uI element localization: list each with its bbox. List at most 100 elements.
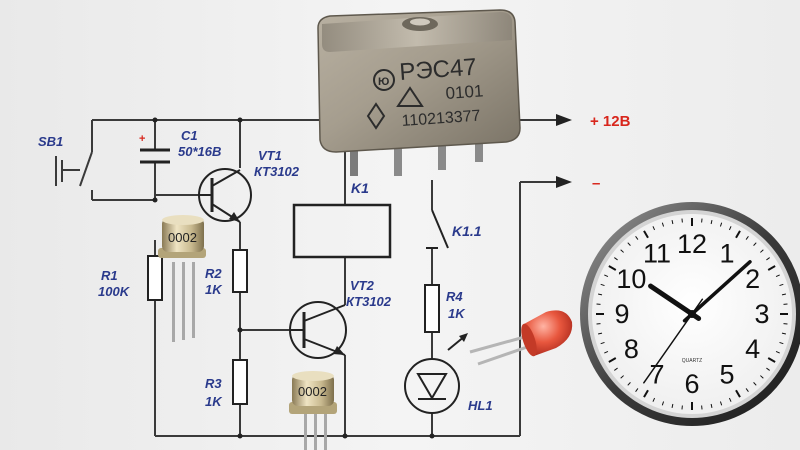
r4-value-label: 1K	[448, 306, 466, 321]
vt2-type-label: КТ3102	[346, 294, 392, 309]
clock-center-cap	[688, 310, 696, 318]
clock-minute-tick	[600, 341, 605, 345]
k1-coil-symbol	[292, 203, 392, 259]
clock-minute-tick	[635, 388, 639, 392]
clock-minute-tick	[600, 283, 605, 287]
clock-hour-tick	[643, 230, 649, 239]
clock-numeral: 4	[745, 334, 760, 364]
sb1-switch-symbol	[55, 145, 93, 187]
clock-minute-tick	[766, 257, 770, 261]
clock-numeral: 9	[614, 299, 629, 329]
clock-numeral: 1	[719, 238, 734, 268]
hl1-label: HL1	[468, 398, 493, 413]
hl1-led-symbol	[404, 333, 468, 414]
clock-numeral: 3	[754, 299, 769, 329]
r2-name-label: R2	[205, 266, 222, 281]
r1-value-label: 100K	[98, 284, 131, 299]
clock-minute-tick	[620, 249, 624, 253]
clock-minute-tick	[760, 249, 764, 253]
c1-name-label: C1	[181, 128, 198, 143]
clock-minute-tick	[597, 293, 603, 296]
clock-hour-tick	[608, 357, 617, 363]
clock-minute-tick	[635, 236, 639, 240]
clock-minute-tick	[597, 332, 603, 335]
clock-minute-tick	[719, 401, 723, 406]
k11-label: K1.1	[452, 223, 482, 239]
relay-code2-text: 110213377	[401, 108, 481, 130]
clock-numeral: 11	[643, 238, 671, 268]
clock-minute-tick	[627, 242, 631, 246]
led-photo	[469, 310, 573, 366]
clock-brand: QUARTZ	[682, 358, 702, 364]
r3-resistor-symbol	[232, 359, 248, 405]
r4-name-label: R4	[446, 289, 463, 304]
clock-minute-tick	[614, 367, 618, 371]
relay-component-image: Ю РЭС47 0101 110213377	[317, 9, 521, 176]
clock-hour-tick	[735, 230, 741, 239]
clock-hour-tick	[767, 265, 776, 271]
clock-minute-tick	[775, 350, 780, 354]
clock-minute-hand	[682, 260, 752, 323]
power-plus-label: + 12В	[590, 113, 631, 130]
clock-minute-tick	[604, 274, 609, 278]
r1-resistor-symbol	[147, 255, 163, 301]
clock-minute-tick	[620, 375, 624, 379]
clock-numeral: 7	[649, 360, 664, 390]
transistor-photo-top: 0002	[158, 215, 206, 342]
clock-minute-tick	[627, 382, 631, 386]
vt1-transistor-symbol	[198, 168, 252, 223]
relay-model-text: РЭС47	[399, 54, 478, 86]
clock-minute-tick	[652, 397, 656, 402]
vt2-name-label: VT2	[350, 278, 375, 293]
clock-minute-tick	[614, 257, 618, 261]
plus-arrow-icon	[556, 114, 572, 126]
clock-numeral: 2	[745, 264, 760, 294]
clock-minute-tick	[604, 350, 609, 354]
clock-numeral: 8	[624, 334, 639, 364]
clock-minute-tick	[781, 293, 787, 296]
k11-contact-symbol	[426, 209, 449, 249]
clock-minute-tick	[710, 403, 713, 409]
svg-text:Ю: Ю	[378, 76, 389, 88]
clock-minute-tick	[745, 236, 749, 240]
relay-code1-text: 0101	[445, 81, 484, 103]
c1-plus-label: +	[139, 133, 145, 145]
clock-minute-tick	[753, 382, 757, 386]
wires	[91, 119, 560, 437]
clock-minute-tick	[781, 332, 787, 335]
clock-minute-tick	[671, 219, 674, 225]
clock-minute-tick	[652, 226, 656, 231]
r2-value-label: 1K	[205, 282, 223, 297]
clock-minute-tick	[728, 397, 732, 402]
vt1-name-label: VT1	[258, 148, 282, 163]
clock-minute-tick	[753, 242, 757, 246]
r1-name-label: R1	[101, 268, 118, 283]
clock-minute-tick	[745, 388, 749, 392]
clock-numeral: 10	[616, 264, 646, 294]
r4-resistor-symbol	[424, 284, 440, 333]
r3-name-label: R3	[205, 376, 222, 391]
clock-minute-tick	[661, 401, 665, 406]
clock-hour-tick	[608, 265, 617, 271]
clock-minute-tick	[728, 226, 732, 231]
r2-resistor-symbol	[232, 249, 248, 293]
c1-value-label: 50*16В	[178, 144, 221, 159]
k1-label: K1	[351, 180, 369, 196]
clock-minute-tick	[779, 341, 784, 345]
power-minus-label: –	[592, 175, 600, 192]
vt1-type-label: КТ3102	[254, 164, 300, 179]
clock-minute-tick	[766, 367, 770, 371]
clock-minute-tick	[719, 222, 723, 227]
clock-minute-tick	[710, 219, 713, 225]
minus-arrow-icon	[556, 176, 572, 188]
clock-minute-tick	[661, 222, 665, 227]
c1-capacitor-symbol	[140, 148, 170, 164]
clock-minute-tick	[760, 375, 764, 379]
vt2-transistor-symbol	[289, 301, 347, 359]
clock-hour-tick	[767, 357, 776, 363]
sb1-label: SB1	[38, 134, 63, 149]
clock-hour-tick	[643, 389, 649, 398]
clock-minute-tick	[671, 403, 674, 409]
